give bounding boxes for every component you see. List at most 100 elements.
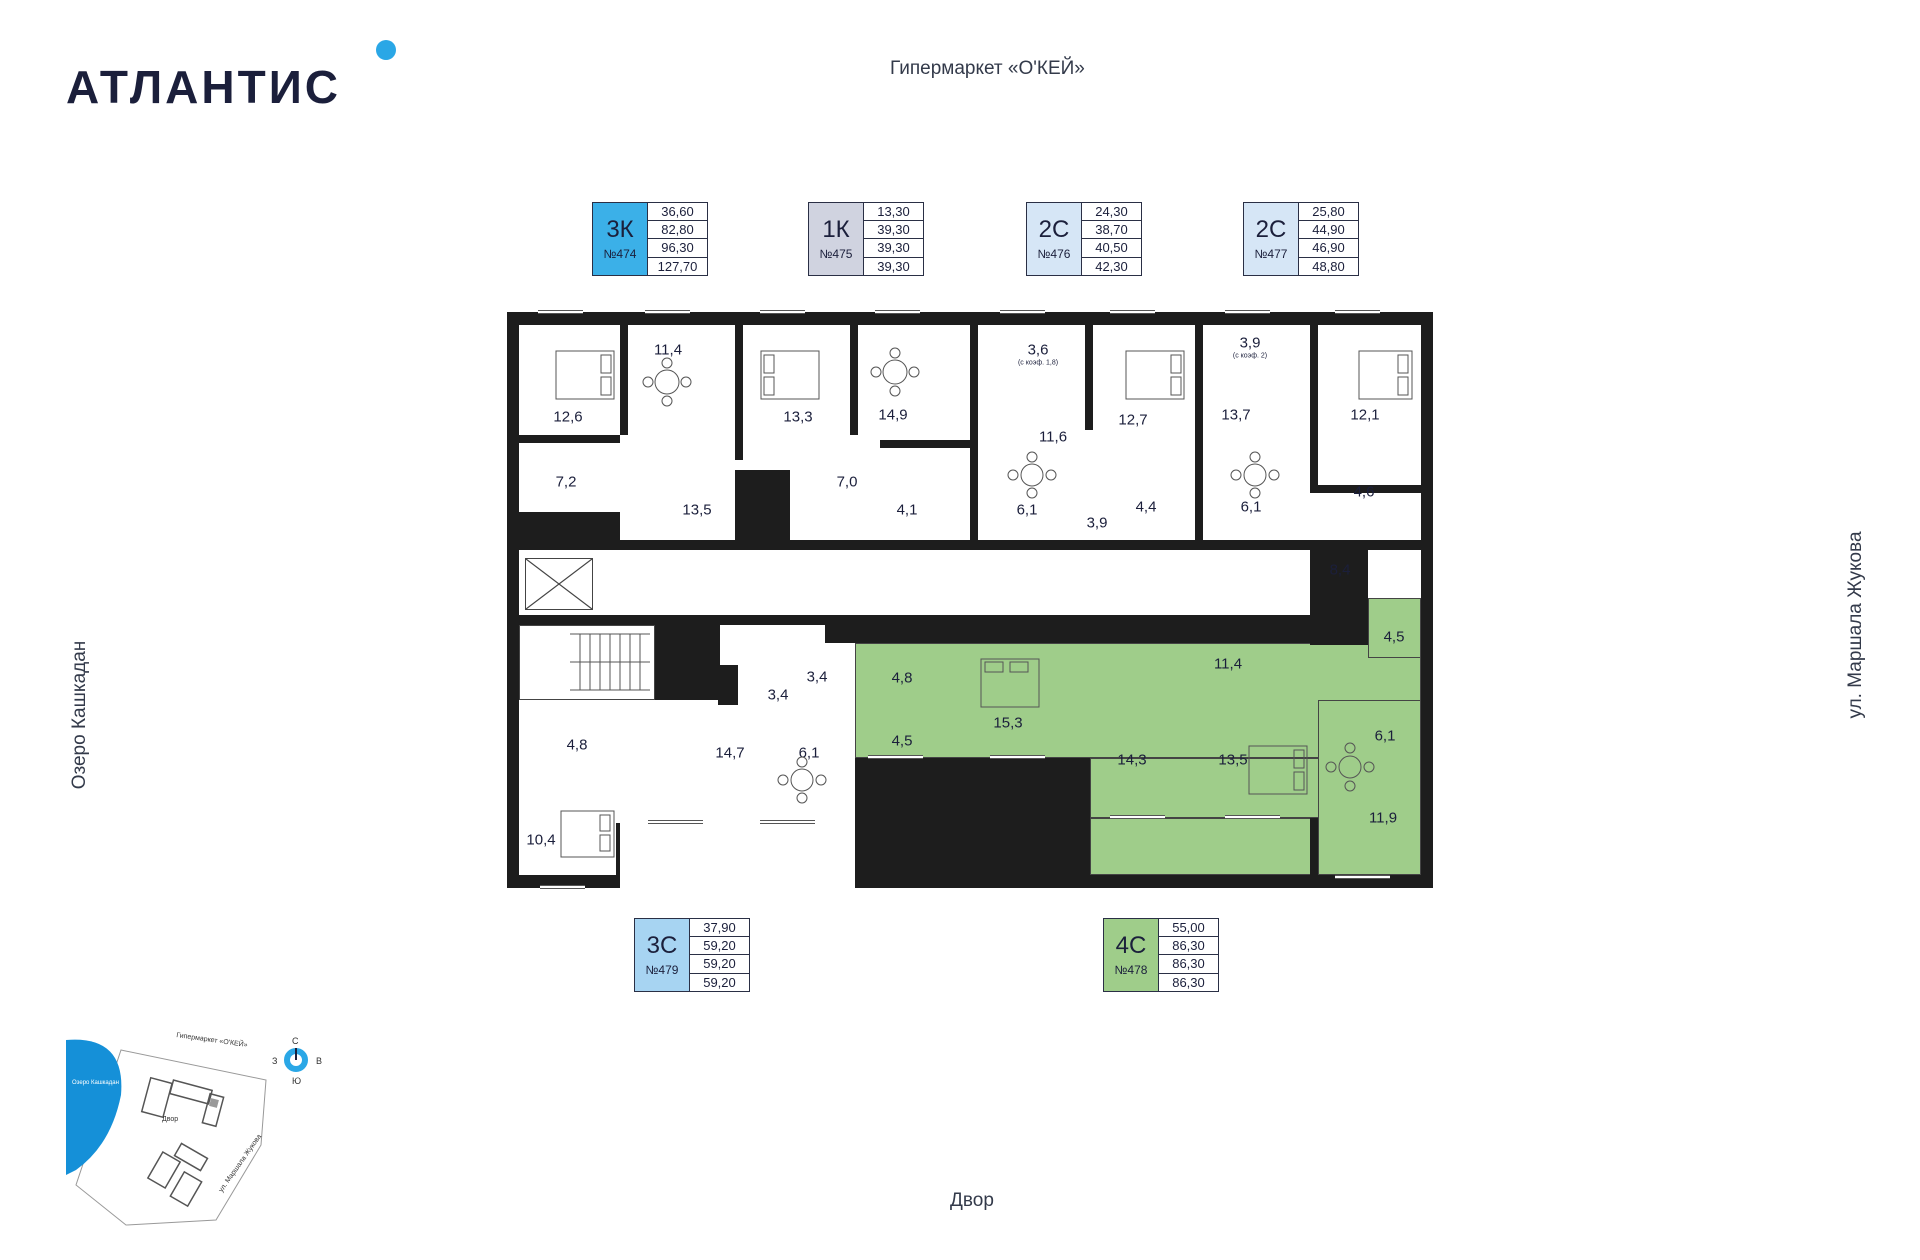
room-area: 3,4 [767, 686, 789, 704]
area-value: 96,30 [648, 239, 708, 258]
area-value: 40,50 [1082, 239, 1142, 258]
window [540, 885, 585, 889]
wall [1310, 485, 1421, 493]
room-area: 3,9 [1086, 514, 1108, 532]
lake-shape [66, 1039, 122, 1175]
elevator-icon [525, 558, 593, 610]
room-area: 6,1 [1016, 501, 1038, 519]
compass-north: С [292, 1036, 299, 1046]
wall [718, 665, 738, 705]
wall [1310, 818, 1318, 888]
window [1225, 310, 1270, 314]
site-minimap [66, 1039, 267, 1226]
living-478 [1318, 700, 1421, 875]
room-area: 11,4 [653, 341, 683, 359]
room-area: 13,7 [1221, 406, 1251, 424]
compass-west: З [272, 1056, 278, 1066]
room-area: 3,4 [806, 668, 828, 686]
room-area: 4,1 [896, 501, 918, 519]
minimap-lake-label: Озеро Кашкадан [72, 1080, 119, 1086]
area-value: 39,30 [864, 239, 924, 258]
wall [825, 615, 1310, 643]
wall [1310, 590, 1368, 645]
room-area: 14,7 [715, 744, 745, 762]
room-area: 12,6 [553, 408, 583, 426]
room-area: 13,5 [1218, 751, 1248, 769]
room-area: 11,4 [1213, 655, 1243, 673]
apartment-number: №478 [1114, 963, 1148, 977]
table-icon [1007, 451, 1057, 499]
table-icon [642, 357, 692, 407]
wall [519, 435, 620, 443]
wall [855, 758, 1090, 888]
area-value: 55,00 [1159, 918, 1219, 937]
window [990, 755, 1045, 759]
room-area: 13,5 [682, 501, 712, 519]
wall [655, 625, 720, 700]
room-area: 7,0 [836, 473, 858, 491]
apartment-type: 2С [1038, 216, 1070, 243]
elevator [525, 558, 593, 610]
room-area: 4,8 [566, 736, 588, 754]
wall [1310, 550, 1368, 598]
window [760, 310, 805, 314]
room-area: 8,4 [1329, 561, 1351, 579]
window [760, 820, 815, 824]
area-value: 59,20 [690, 955, 750, 974]
wall [1195, 325, 1203, 540]
window [1225, 815, 1280, 819]
area-value: 82,80 [648, 220, 708, 239]
room-area: 14,9 [878, 406, 908, 424]
window [875, 310, 920, 314]
room-area: 14,3 [1117, 751, 1147, 769]
apartment-type: 4С [1115, 932, 1147, 959]
room-area: 15,3 [993, 714, 1023, 732]
area-value: 13,30 [864, 202, 924, 221]
area-value: 86,30 [1159, 955, 1219, 974]
area-value: 42,30 [1082, 257, 1142, 276]
wall [1085, 325, 1093, 430]
staircase [519, 625, 655, 700]
wall [735, 325, 743, 460]
area-value: 38,70 [1082, 220, 1142, 239]
area-value: 48,80 [1299, 257, 1359, 276]
apartment-number: №476 [1037, 247, 1071, 261]
room-area: 11,9 [1368, 809, 1398, 827]
area-value: 25,80 [1299, 202, 1359, 221]
apartment-badge: 2С №476 [1026, 202, 1082, 276]
room-note: (с коэф. 1,8) [1017, 359, 1059, 367]
table-icon [1325, 742, 1375, 792]
minimap-yard-label: Двор [162, 1116, 179, 1123]
room-area: 3,9 [1239, 334, 1261, 352]
room-area: 6,1 [1374, 727, 1396, 745]
room-area: 10,4 [526, 831, 556, 849]
window [868, 755, 923, 759]
street-top: Гипермаркет «О'КЕЙ» [890, 58, 1085, 79]
area-value: 36,60 [648, 202, 708, 221]
area-value: 59,20 [690, 936, 750, 955]
room-area: 4,6 [1353, 483, 1375, 501]
area-value: 86,30 [1159, 936, 1219, 955]
room-area: 13,3 [783, 408, 813, 426]
wall [735, 470, 790, 550]
wall [970, 325, 978, 540]
apartment-number: №474 [603, 247, 637, 261]
room-area: 12,7 [1118, 411, 1148, 429]
table-icon [870, 347, 920, 397]
area-value: 24,30 [1082, 202, 1142, 221]
wall [620, 325, 628, 435]
bed-icon [760, 350, 820, 400]
apartment-number: №475 [819, 247, 853, 261]
bath-478 [1368, 598, 1421, 658]
bed-icon [555, 350, 615, 400]
